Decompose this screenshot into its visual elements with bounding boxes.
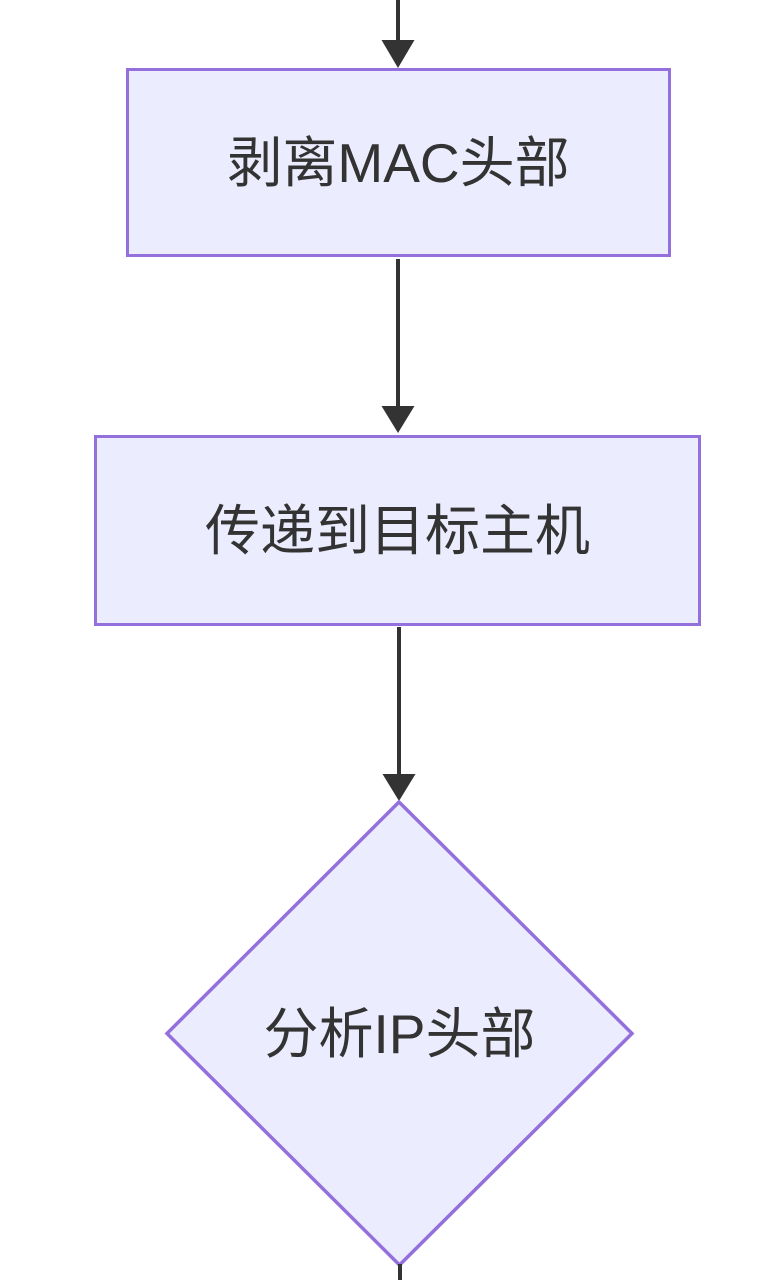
arrowhead-icon — [381, 406, 415, 433]
node-deliver-to-target-host: 传递到目标主机 — [94, 435, 701, 626]
arrowhead-icon — [381, 40, 415, 68]
node-strip-mac-header-label: 剥离MAC头部 — [227, 131, 570, 194]
node-analyze-ip-diamond-shape — [164, 799, 635, 1268]
arrowhead-icon — [382, 774, 416, 801]
node-deliver-to-target-host-label: 传递到目标主机 — [204, 499, 590, 562]
node-strip-mac-header: 剥离MAC头部 — [126, 68, 671, 257]
